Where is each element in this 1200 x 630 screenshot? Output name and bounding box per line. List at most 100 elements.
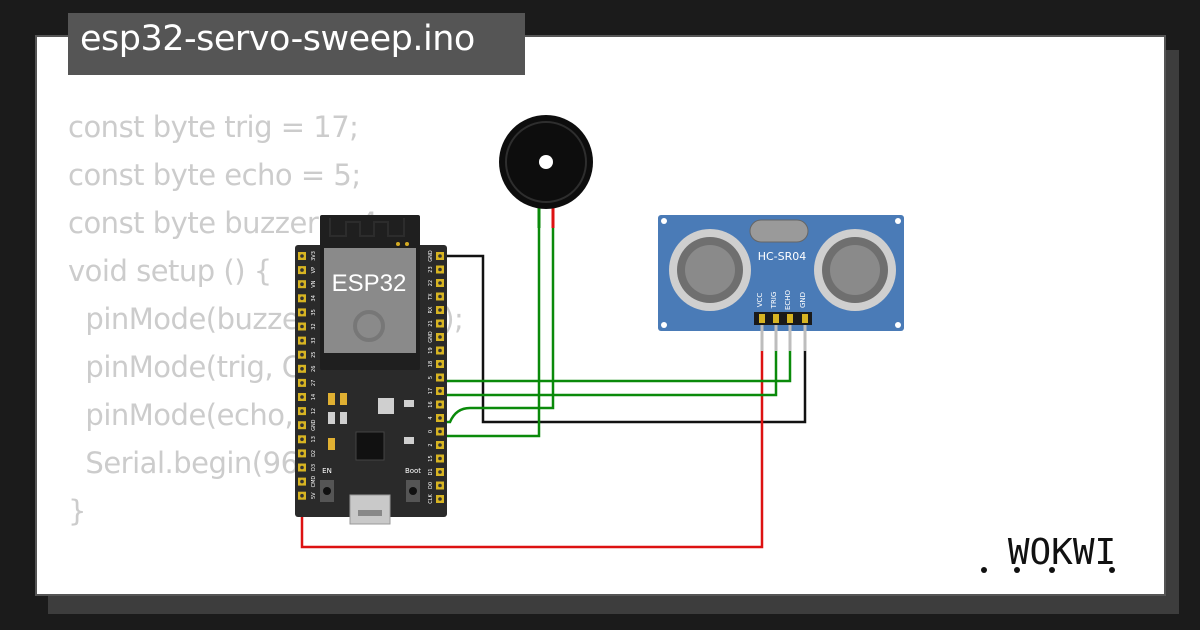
esp32-pin-label: 17 xyxy=(428,388,434,394)
mount-hole xyxy=(661,322,667,328)
micro-usb-port[interactable] xyxy=(349,494,391,525)
pin-hole xyxy=(300,352,304,357)
pin-hole xyxy=(300,282,304,287)
esp32-pin-label: GND xyxy=(428,331,434,343)
esp32-pin-label: D2 xyxy=(311,450,317,457)
esp32-pin-label: 3V3 xyxy=(311,251,317,261)
buzzer[interactable] xyxy=(499,115,593,228)
sensor-pin[interactable] xyxy=(759,314,765,323)
esp32-pin-label: 34 xyxy=(311,295,317,301)
pin-hole xyxy=(438,308,442,312)
project-title: esp32-servo-sweep.ino xyxy=(80,19,475,59)
sensor-pin-label: VCC xyxy=(756,293,764,308)
logo-dot xyxy=(1049,567,1055,573)
sensor-pin-label: GND xyxy=(799,292,807,308)
logo-dot xyxy=(1109,567,1115,573)
pin-hole xyxy=(438,429,442,434)
pin-hole xyxy=(438,416,442,420)
pin-hole xyxy=(438,335,442,339)
pin-hole xyxy=(300,479,304,484)
wire-trig[interactable] xyxy=(440,325,778,397)
sensor-pin-leg xyxy=(788,325,792,351)
button-icon xyxy=(323,487,331,495)
pin-hole xyxy=(438,294,442,299)
esp32-pin-label: 16 xyxy=(428,401,434,407)
esp32-pin-label: 0 xyxy=(428,430,434,433)
esp32-label: ESP32 xyxy=(332,270,407,297)
wokwi-logo: WOKWI xyxy=(981,532,1116,573)
sensor-pin-leg xyxy=(803,325,807,351)
pin-hole xyxy=(438,443,442,447)
esp32-pin-label: 27 xyxy=(311,380,317,386)
esp32-pin-label: RX xyxy=(428,306,434,313)
esp32-pin-label: 4 xyxy=(428,416,434,419)
pin-hole xyxy=(300,324,304,329)
esp32-pin-label: 22 xyxy=(428,280,434,286)
pin-hole xyxy=(438,375,442,380)
esp32-pin-label: 19 xyxy=(428,347,434,353)
pin-hole xyxy=(438,389,442,393)
pin-hole xyxy=(438,348,442,353)
pin-hole xyxy=(300,367,304,371)
esp32-shield xyxy=(324,248,416,353)
sensor-pin[interactable] xyxy=(802,314,808,323)
pin-hole xyxy=(300,409,304,413)
wire-buzzer-return[interactable] xyxy=(440,225,541,438)
esp32-pin-label: D0 xyxy=(428,482,434,489)
wire-buzzer-signal[interactable] xyxy=(440,225,555,424)
esp32-pin-label: 14 xyxy=(311,394,317,400)
smd-component xyxy=(340,393,347,405)
esp32-pin-label: TX xyxy=(428,293,434,301)
pin-hole xyxy=(438,402,442,407)
antenna-icon xyxy=(329,218,405,237)
smd-component xyxy=(328,438,335,450)
pin-hole xyxy=(438,456,442,461)
led-icon xyxy=(396,242,400,246)
esp32-pin-label: 25 xyxy=(311,352,317,358)
esp32-pin-label: D3 xyxy=(311,464,317,471)
sensor-pin[interactable] xyxy=(773,314,779,323)
code-line: void setup () { xyxy=(68,254,272,288)
smd-component xyxy=(404,400,414,407)
pin-hole xyxy=(300,268,304,272)
sensor-pin[interactable] xyxy=(787,314,793,323)
sensor-label: HC-SR04 xyxy=(758,250,807,263)
code-line: const byte echo = 5; xyxy=(68,158,361,192)
usb-chip xyxy=(355,431,385,461)
esp32-pin-label: 12 xyxy=(311,408,317,414)
logo-text: WOKWI xyxy=(1008,532,1116,573)
code-line: const byte trig = 17; xyxy=(68,110,359,144)
esp32-pin-label: GND xyxy=(428,250,434,262)
esp32-pin-label: 26 xyxy=(311,366,317,372)
wire-5v-to-sensor-vcc[interactable] xyxy=(300,325,764,549)
buzzer-ring xyxy=(505,121,587,203)
wire-gnd-esp32-to-sensor[interactable] xyxy=(440,254,807,424)
pin-hole xyxy=(300,254,304,258)
button-icon xyxy=(409,487,417,495)
pin-hole xyxy=(438,362,442,366)
pin-hole xyxy=(438,321,442,326)
pin-hole xyxy=(300,493,304,498)
sensor-pin-leg xyxy=(760,325,764,351)
esp32-board[interactable]: ESP32 EN Boot 3V3VPVN343532332526271412G… xyxy=(295,215,447,525)
pin-hole xyxy=(438,281,442,285)
code-line: } xyxy=(68,494,86,528)
esp32-pin-label: GND xyxy=(311,419,317,431)
esp32-pin-label: VP xyxy=(311,267,317,273)
pin-hole xyxy=(438,470,442,474)
esp32-pin-label: CLK xyxy=(428,494,434,504)
pin-hole xyxy=(300,296,304,301)
logo-dot xyxy=(981,567,987,573)
pin-hole xyxy=(438,254,442,258)
smd-component xyxy=(404,437,414,444)
transducer-mesh xyxy=(685,245,735,295)
wires xyxy=(300,225,807,549)
esp32-pin-label: 2 xyxy=(428,443,434,446)
wire-echo[interactable] xyxy=(440,325,792,383)
regulator-chip xyxy=(378,398,394,414)
esp32-pin-label: 32 xyxy=(311,323,317,329)
sensor-pin-label: ECHO xyxy=(784,289,792,310)
